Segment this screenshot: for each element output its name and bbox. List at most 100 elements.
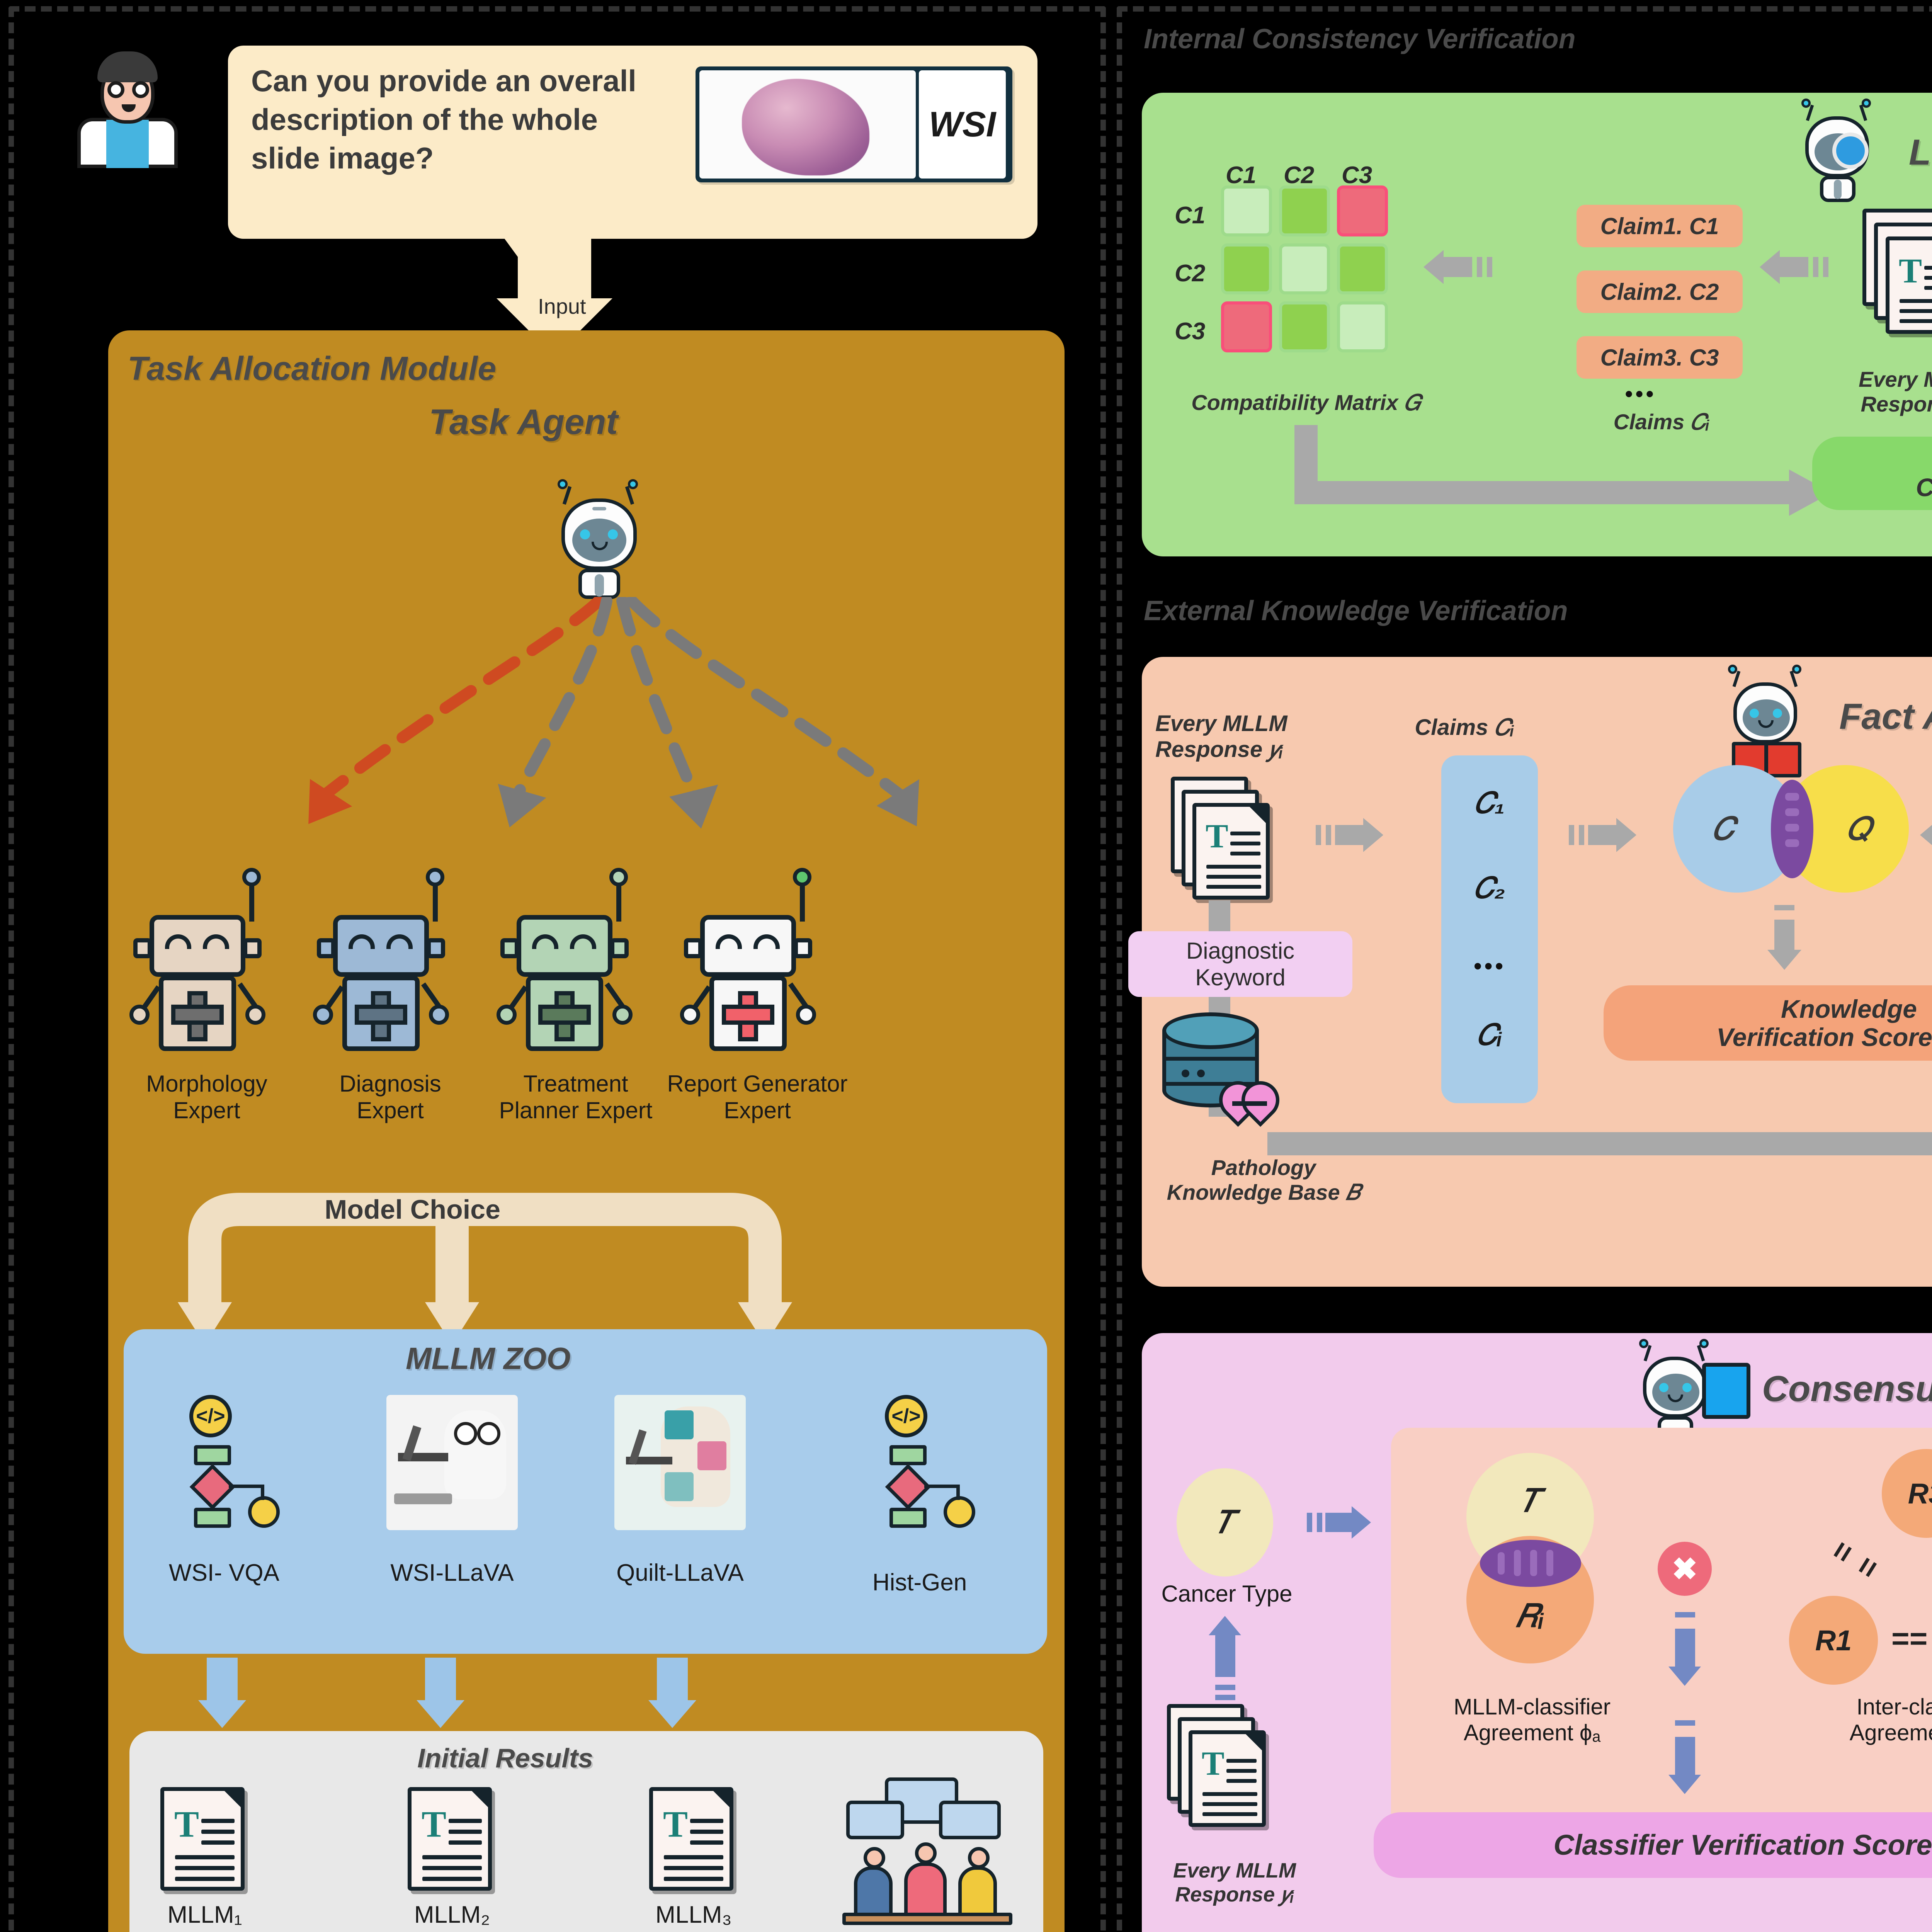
task-module-title: Task Allocation Module — [128, 350, 497, 387]
zoo-arrow-1-shaft — [207, 1658, 238, 1702]
logic-arrow-resp-to-claims-shaft — [1779, 257, 1808, 277]
expert-morphology-line2: Expert — [173, 1097, 240, 1123]
consensus-cancer-up-arrow-shaft — [1215, 1634, 1235, 1677]
task-agent-title: Task Agent — [429, 402, 618, 442]
compatibility-matrix: C1 C2 C3 C1 C2 C3 — [1175, 162, 1395, 359]
classifier-verification-score: Classifier Verification Score ϕ_c — [1374, 1812, 1932, 1878]
input-arrow-stem — [518, 232, 591, 299]
magnifier-icon — [1832, 133, 1869, 169]
internal-consistency-score: Internal Consistency Score ϕₗ — [1812, 437, 1932, 510]
logic-arrow-tick — [1823, 257, 1828, 277]
triangle-node-R3-label: R3 — [1908, 1477, 1932, 1510]
fact-module-title: External Knowledge Verification — [1144, 595, 1568, 626]
expert-treatment-line1: Treatment — [523, 1071, 628, 1097]
zoo-arrow-3-head — [648, 1700, 696, 1728]
mllm-agreement-line1: MLLM-classifier — [1453, 1694, 1611, 1719]
model-icon-wsi-llava — [386, 1395, 518, 1530]
consensus-arrow-tick — [1215, 1685, 1235, 1690]
logic-arrow-resp-to-claims-head — [1760, 250, 1780, 284]
logic-arrow-claims-to-matrix-shaft — [1443, 257, 1472, 277]
expert-report-generator — [672, 868, 842, 1051]
task-agent-robot — [551, 479, 647, 611]
cancer-type-symbol: 𝑇 — [1215, 1505, 1235, 1539]
result-3-line2: Responce 𝑦₃ — [626, 1929, 762, 1932]
doc-fold-icon — [1245, 1734, 1262, 1751]
fact-response-line1: Every MLLM — [1155, 711, 1287, 736]
doc-T-icon: T — [422, 1803, 447, 1845]
matrix-cell-2-0 — [1221, 301, 1272, 352]
result-label-3: MLLM₃ Responce 𝑦₃ — [616, 1901, 771, 1932]
fact-claim-item-4: 𝐶ᵢ — [1477, 1019, 1502, 1051]
consensus-score-arrow2-shaft — [1675, 1737, 1695, 1777]
mllm-agreement-line2: Agreement ϕₐ — [1464, 1720, 1600, 1745]
result-1-line1: MLLM₁ — [167, 1901, 242, 1928]
initial-results-title: Initial Results — [417, 1743, 594, 1773]
fact-claim-item-3: ••• — [1473, 953, 1506, 980]
fact-claims-caption: Claims 𝐶ᵢ — [1415, 715, 1514, 740]
fact-arrow-venn-to-score-shaft — [1774, 920, 1794, 952]
logic-agent-robot — [1797, 99, 1878, 214]
logic-module-title: Internal Consistency Verification — [1144, 24, 1576, 54]
model-label-wsi-vqa: WSI- VQA — [169, 1560, 279, 1586]
consensus-arrow-tick — [1215, 1695, 1235, 1700]
expert-diagnosis-line1: Diagnosis — [339, 1071, 441, 1097]
fact-claims-column: 𝐶₁ 𝐶₂ ••• 𝐶ᵢ — [1441, 755, 1538, 1103]
logic-response-caption: Every MLLM Response 𝑦ᵢ — [1832, 367, 1932, 417]
fact-arrow-tick — [1569, 825, 1574, 845]
claims-ellipsis: ••• — [1625, 381, 1656, 407]
matrix-cell-1-2 — [1337, 243, 1388, 294]
consensus-cancer-up-arrow-head — [1209, 1616, 1241, 1635]
matrix-row-header-1: C2 — [1175, 260, 1206, 287]
matrix-row-header-2: C3 — [1175, 318, 1206, 345]
compatibility-matrix-caption: Compatibility Matrix 𝐺 — [1191, 390, 1421, 415]
fact-arrow-tick — [1316, 825, 1321, 845]
result-label-2: MLLM₂ Responce 𝑦₂ — [375, 1901, 529, 1932]
internal-score-line2: Consistency Score ϕₗ — [1916, 473, 1932, 502]
expert-treatment-planner — [489, 868, 659, 1051]
doctor-avatar — [70, 41, 185, 168]
fact-arrow-venn-to-score-head — [1767, 950, 1801, 970]
inter-agreement-line1: Inter-classifier — [1856, 1694, 1932, 1719]
logic-agent-title: Logic Agent — [1909, 132, 1932, 172]
logic-arrow-tick — [1487, 257, 1492, 277]
fact-arrow-tick — [1579, 825, 1584, 845]
knowledge-verification-score: Knowledge Verification Score ϕ_f — [1604, 985, 1932, 1061]
matrix-col-header-2: C3 — [1342, 162, 1372, 189]
zoo-arrow-2-shaft — [425, 1658, 456, 1702]
claim-box-3: Claim3. C3 — [1577, 336, 1743, 379]
matrix-cell-2-1 — [1279, 301, 1330, 352]
claims-caption: Claims 𝐶ᵢ — [1613, 410, 1710, 434]
consensus-arrow-tick — [1675, 1612, 1695, 1617]
model-label-hist-gen: Hist-Gen — [872, 1569, 967, 1596]
fact-arrow-ref-to-venn-head — [1920, 818, 1932, 852]
task-dispatch-arrows — [308, 597, 919, 829]
triangle-node-R1: R1 — [1789, 1596, 1878, 1685]
matrix-cell-0-0 — [1221, 185, 1272, 236]
model-icon-wsi-vqa: </> — [166, 1395, 282, 1530]
expert-treatment-line2: Planner Expert — [499, 1097, 653, 1123]
matrix-col-header-1: C2 — [1284, 162, 1315, 189]
fact-arrow-claims-to-venn-shaft — [1588, 825, 1617, 845]
expert-report-line1: Report Generator — [667, 1071, 848, 1097]
mllm-classifier-agreement-caption: MLLM-classifier Agreement ϕₐ — [1399, 1694, 1665, 1746]
consensus-to-venn-arrow-head — [1352, 1506, 1371, 1539]
doc-T-icon: T — [1899, 252, 1922, 290]
kb-to-chunks-arrow-shaft — [1267, 1132, 1932, 1155]
logic-arrow-tick — [1477, 257, 1482, 277]
fact-arrow-doc-to-claims-shaft — [1335, 825, 1364, 845]
matrix-col-header-0: C1 — [1226, 162, 1257, 189]
cancer-type-blob: 𝑇 — [1177, 1468, 1273, 1577]
fact-agent-robot — [1723, 665, 1812, 781]
model-label-quilt-llava: Quilt-LLaVA — [616, 1560, 744, 1586]
cancer-type-label: Cancer Type — [1161, 1581, 1293, 1607]
fact-claim-item-1: 𝐶₁ — [1474, 787, 1505, 819]
model-icon-hist-gen: </> — [862, 1395, 978, 1530]
consensus-arrow-tick — [1317, 1513, 1322, 1532]
frame-left-column — [9, 6, 1106, 1932]
result-label-1: MLLM₁ Response 𝑦₁ — [128, 1901, 282, 1932]
fact-arrow-tick — [1326, 825, 1331, 845]
wsi-label: WSI — [919, 70, 1006, 179]
consensus-agent-title: Consensus Agent — [1762, 1368, 1932, 1409]
fact-response-caption: Every MLLM Response 𝑦ᵢ — [1155, 711, 1356, 762]
venn-TR-intersection — [1480, 1540, 1581, 1587]
